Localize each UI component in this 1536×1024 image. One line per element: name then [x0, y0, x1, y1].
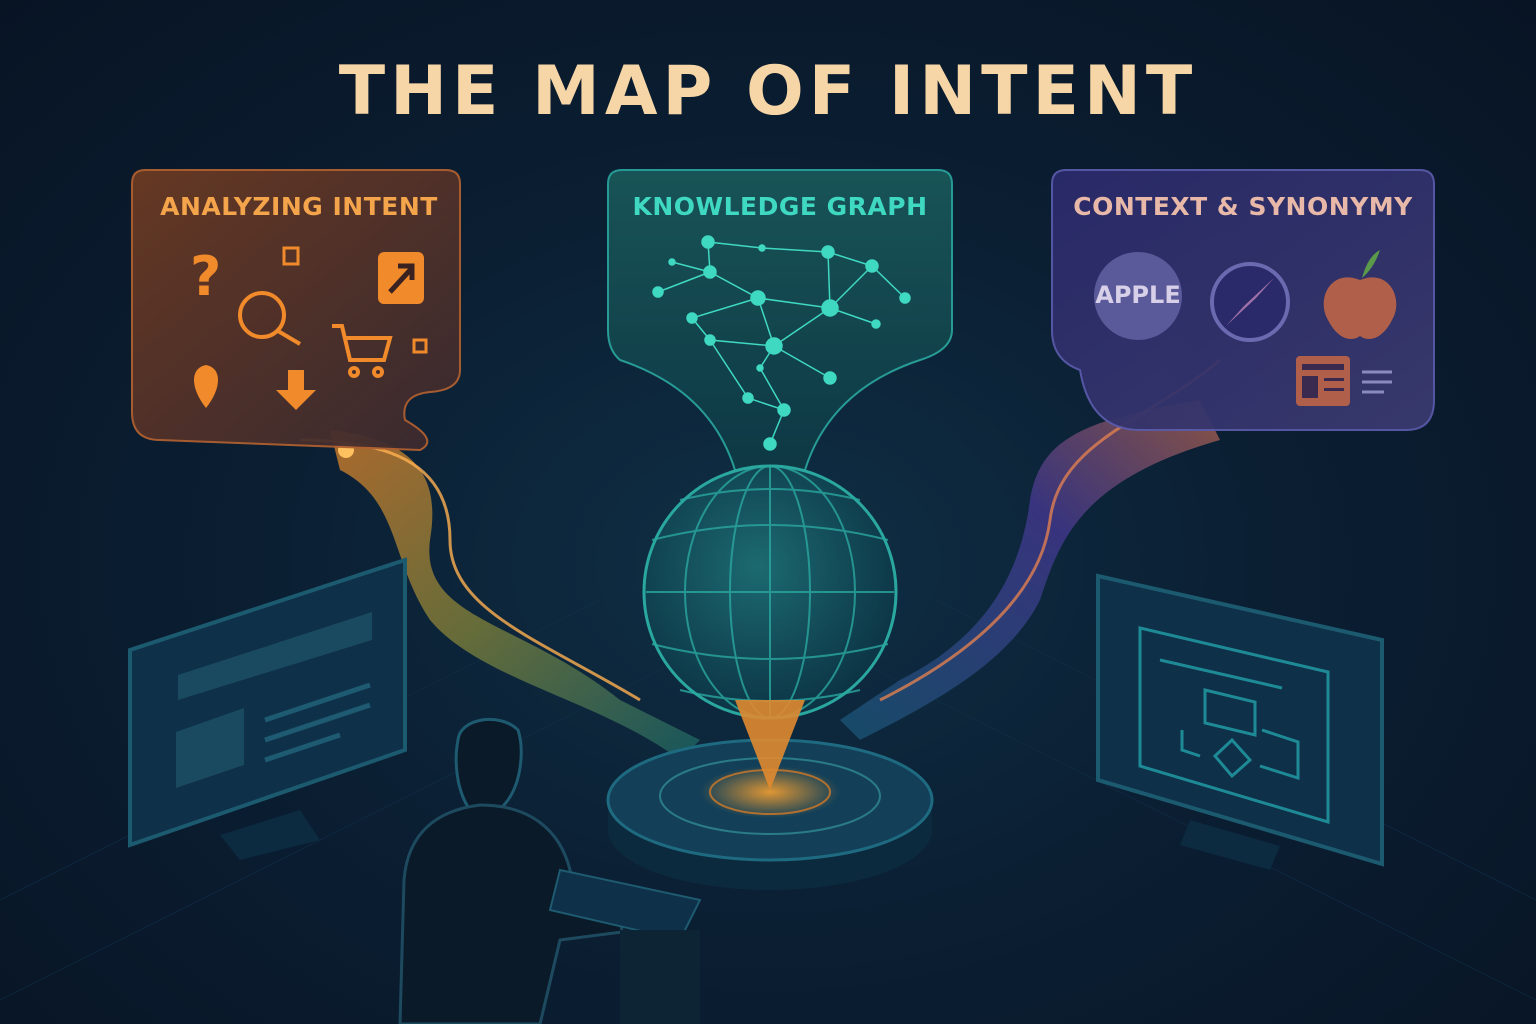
location-pin-icon	[194, 365, 218, 408]
article-icon	[1296, 356, 1392, 406]
square-icon	[412, 338, 428, 354]
panel-context-synonymy	[1051, 169, 1435, 431]
question-mark-icon: ?	[190, 245, 221, 308]
globe	[642, 464, 898, 790]
panel-label-knowledge-graph: KNOWLEDGE GRAPH	[632, 192, 928, 221]
magnifier-icon	[238, 291, 302, 346]
monitor-right	[1096, 573, 1384, 870]
flow-path-right	[840, 400, 1220, 740]
flow-path-left-lines	[299, 438, 641, 702]
download-arrow-icon	[276, 370, 316, 410]
monitor-left	[128, 557, 407, 860]
apple-word-label: APPLE	[1095, 281, 1181, 309]
apple-word-circle	[1094, 252, 1182, 340]
panel-analyzing-intent: ?	[131, 169, 461, 452]
shopping-cart-icon	[332, 324, 393, 378]
console-stand	[620, 930, 700, 1024]
knowledge-graph-network	[652, 235, 911, 451]
flow-path-left	[330, 430, 700, 760]
location-beam	[735, 700, 805, 790]
page-title: THE MAP OF INTENT	[338, 52, 1198, 131]
square-icon	[282, 246, 300, 266]
panel-label-context-synonymy: CONTEXT & SYNONYMY	[1073, 192, 1413, 221]
compass-icon	[1210, 262, 1290, 342]
person-silhouette	[398, 717, 702, 1024]
platform	[606, 738, 934, 890]
panel-label-analyzing-intent: ANALYZING INTENT	[160, 192, 438, 221]
panel-knowledge-graph	[607, 169, 953, 471]
arrow-up-right-icon	[378, 252, 424, 304]
apple-fruit-icon	[1323, 250, 1397, 339]
